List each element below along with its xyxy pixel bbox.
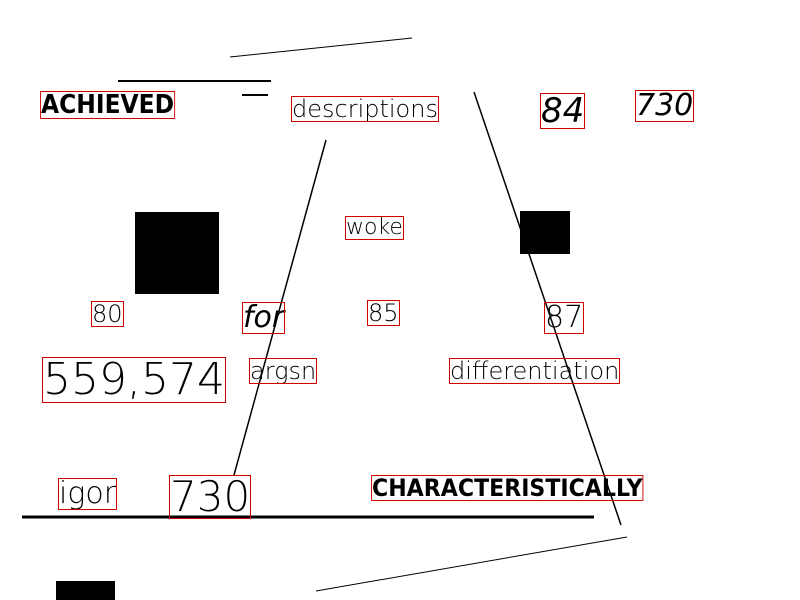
word-85: 85 xyxy=(367,299,400,327)
word-84: 84 xyxy=(539,91,586,131)
word-730-top: 730 xyxy=(634,88,695,123)
word-characteristically: CHARACTERISTICALLY xyxy=(371,474,644,502)
diagonal-left xyxy=(233,139,327,476)
thin-line-top xyxy=(229,37,413,58)
word-igor: igor xyxy=(57,476,118,511)
word-for: for xyxy=(241,300,286,335)
diagonal-right xyxy=(473,91,622,526)
word-559574: 559,574 xyxy=(42,354,226,405)
word-80: 80 xyxy=(91,300,124,328)
word-argsn: argsn xyxy=(248,357,318,385)
word-achieved: ACHIEVED xyxy=(40,90,175,120)
black-block-medium xyxy=(520,211,570,254)
word-87: 87 xyxy=(543,300,585,335)
word-730-bottom: 730 xyxy=(168,472,252,521)
word-differentiation: differentiation xyxy=(448,357,621,385)
word-woke: woke xyxy=(345,215,404,240)
black-block-bottom xyxy=(56,581,115,600)
black-block-large xyxy=(135,212,219,294)
thin-line-bottom xyxy=(315,536,628,592)
word-descriptions: descriptions xyxy=(291,95,439,123)
